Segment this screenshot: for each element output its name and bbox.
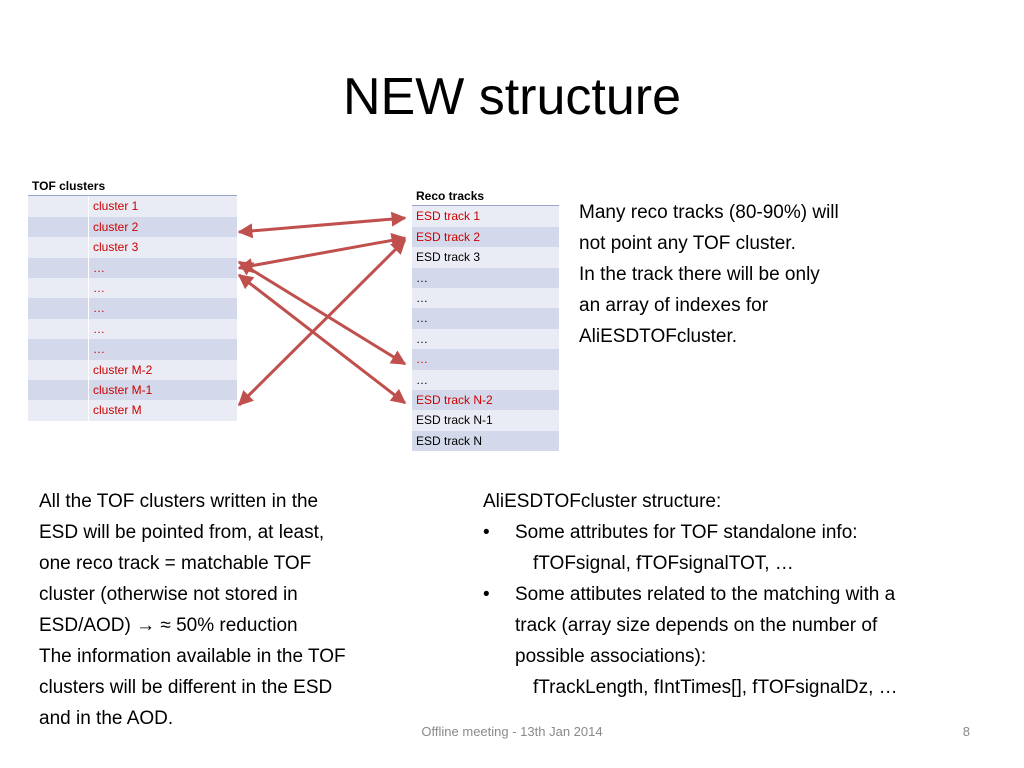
reco-table-row: ESD track 3 (412, 247, 559, 268)
bullet-sub-text: fTOFsignal, fTOFsignalTOT, … (533, 553, 794, 574)
reco-table-row: ESD track 1 (412, 206, 559, 227)
left-line: The information available in the TOF (39, 646, 346, 667)
left-line: ESD/AOD) → ≈ 50% reduction (39, 615, 298, 636)
reco-table-row: … (412, 349, 559, 370)
reco-table-row: ESD track N-2 (412, 389, 559, 411)
tof-table-row: … (28, 339, 237, 360)
bullet-text: possible associations): (515, 646, 707, 667)
left-line: All the TOF clusters written in the (39, 491, 319, 512)
left-line: one reco track = matchable TOF (39, 553, 312, 574)
tof-cluster-cell: cluster 1 (93, 199, 139, 214)
reco-table-row: ESD track 2 (412, 226, 559, 248)
arrow-cluster-dots-trackN2 (237, 273, 407, 405)
note-line: not point any TOF cluster. (579, 233, 796, 254)
slide-title: NEW structure (342, 68, 682, 126)
footer-text: Offline meeting - 13th Jan 2014 (421, 724, 603, 739)
reco-tracks-table: Reco tracks ESD track 1 ESD track 2 ESD tr… (412, 186, 559, 452)
tof-index-cell (28, 216, 89, 238)
tof-cluster-cell: cluster 2 (93, 219, 139, 234)
page-number: 8 (962, 724, 970, 739)
reco-track-cell: … (416, 331, 428, 346)
tof-index-cell (28, 318, 89, 340)
reco-table-row: … (412, 308, 559, 329)
reco-table-header: Reco tracks (412, 186, 559, 207)
tof-table-row: … (28, 277, 237, 299)
left-line: and in the AOD. (39, 708, 174, 729)
tof-index-cell (28, 359, 89, 380)
reco-track-cell: ESD track N-1 (416, 413, 493, 428)
tof-cluster-cell: … (93, 321, 105, 336)
bullet-text: Some attributes for TOF standalone info: (515, 522, 858, 543)
left-text-block: All the TOF clusters written in the ESD … (39, 486, 439, 734)
reco-table-row: … (412, 369, 559, 390)
reco-track-cell: … (416, 270, 428, 285)
tof-table-row: cluster M-2 (28, 359, 237, 380)
left-line: ESD will be pointed from, at least, (39, 522, 325, 543)
arrow-cluster3-track-dots (237, 260, 407, 366)
tof-index-cell (28, 298, 89, 319)
reco-table-row: ESD track N (412, 430, 559, 452)
arrow-cluster2-track1 (237, 211, 407, 239)
tof-table-row: cluster 1 (28, 196, 237, 217)
left-line: clusters will be different in the ESD (39, 677, 333, 698)
bullet-icon: • (483, 522, 490, 543)
tof-table-row: cluster 3 (28, 237, 237, 258)
tof-cluster-cell: … (93, 342, 105, 357)
note-line: AliESDTOFcluster. (579, 326, 738, 347)
tof-index-cell (28, 379, 89, 401)
tof-cluster-cell: … (93, 301, 105, 316)
tof-cluster-cell: cluster 3 (93, 240, 139, 255)
reco-track-cell: ESD track 2 (416, 229, 481, 244)
tof-clusters-table: TOF clusters cluster 1 cluster 2 cluster 3… (28, 176, 237, 421)
tof-index-cell (28, 196, 89, 217)
tof-index-cell (28, 237, 89, 258)
reco-track-cell: … (416, 290, 428, 305)
bullet-icon: • (483, 584, 490, 605)
tof-table-row: cluster M-1 (28, 379, 237, 401)
bullet-item-1: • Some attributes for TOF standalone inf… (483, 517, 1013, 548)
reco-track-cell: ESD track 1 (416, 209, 481, 224)
note-line: Many reco tracks (80-90%) will (579, 202, 839, 223)
tof-cluster-cell: cluster M (93, 403, 142, 418)
reco-track-cell: … (416, 372, 428, 387)
reco-table-header-label: Reco tracks (416, 189, 485, 203)
reco-track-cell: ESD track N (416, 433, 483, 448)
note-line: In the track there will be only (579, 264, 820, 285)
reco-table-row: … (412, 267, 559, 288)
reco-table-row: ESD track N-1 (412, 410, 559, 431)
tof-index-cell (28, 400, 89, 421)
tof-cluster-cell: cluster M-2 (93, 362, 153, 377)
tof-index-cell (28, 257, 89, 278)
reco-table-row: … (412, 328, 559, 350)
note-line: an array of indexes for (579, 295, 769, 316)
bullet-sub-text: fTrackLength, fIntTimes[], fTOFsignalDz,… (533, 677, 898, 698)
reco-track-cell: ESD track N-2 (416, 392, 493, 407)
note-text: Many reco tracks (80-90%) will not point… (579, 197, 919, 352)
tof-table-row: cluster M (28, 400, 237, 421)
tof-cluster-cell: cluster M-1 (93, 382, 153, 397)
bullet-text: track (array size depends on the number … (515, 615, 878, 636)
tof-table-row: cluster 2 (28, 216, 237, 238)
bullet-item-2: • Some attibutes related to the matching… (483, 579, 1013, 672)
tof-cluster-cell: … (93, 280, 105, 295)
bullet-text: Some attibutes related to the matching w… (515, 584, 896, 605)
tof-cluster-cell: … (93, 260, 105, 275)
reco-track-cell: … (416, 352, 428, 367)
reco-track-cell: ESD track 3 (416, 250, 481, 265)
tof-table-header: TOF clusters (28, 176, 237, 197)
left-line: cluster (otherwise not stored in (39, 584, 298, 605)
right-text-block: AliESDTOFcluster structure: • Some attri… (483, 486, 1013, 703)
tof-table-row: … (28, 257, 237, 278)
tof-table-row: … (28, 298, 237, 319)
tof-table-header-label: TOF clusters (32, 179, 106, 193)
tof-index-cell (28, 339, 89, 360)
right-heading: AliESDTOFcluster structure: (483, 491, 722, 512)
tof-table-row: … (28, 318, 237, 340)
reco-track-cell: … (416, 311, 428, 326)
reco-table-row: … (412, 287, 559, 309)
tof-index-cell (28, 277, 89, 299)
